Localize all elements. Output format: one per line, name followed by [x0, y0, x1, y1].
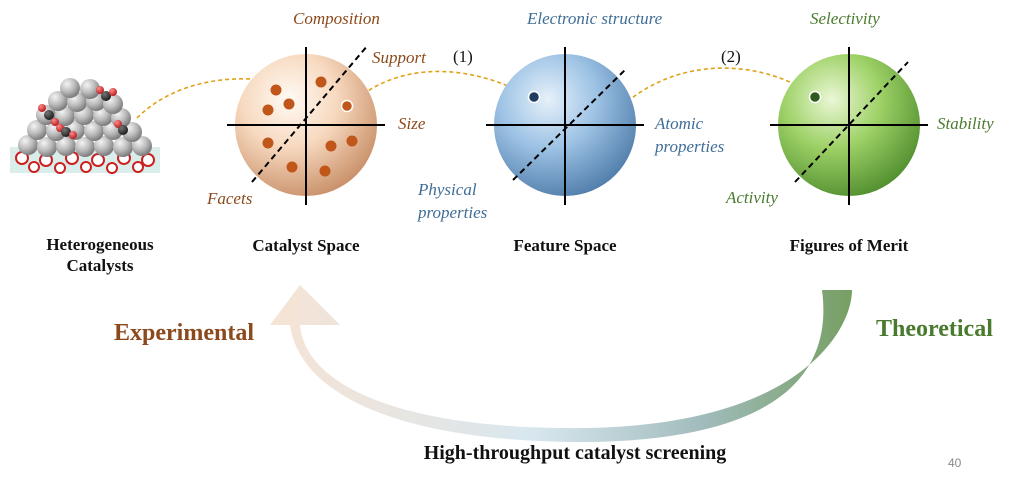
activity-label: Activity [726, 188, 778, 207]
catalyst-space-sphere [227, 44, 385, 205]
feature-space-sphere [486, 47, 644, 205]
stability-label: Stability [937, 114, 994, 133]
electronic-structure-label: Electronic structure [527, 9, 663, 28]
physical-properties-line2: properties [418, 203, 488, 222]
slide-number: 40 [948, 456, 962, 470]
arrow-cluster-to-catalyst [136, 73, 268, 119]
atomic-properties-line1: Atomic [655, 114, 704, 133]
catalyst-cluster-image [10, 78, 160, 174]
atomic-properties-line2: properties [655, 137, 725, 156]
heterogeneous-line1: Heterogeneous [46, 235, 154, 254]
figures-of-merit-title: Figures of Merit [789, 236, 909, 255]
screening-caption: High-throughput catalyst screening [423, 442, 727, 464]
facets-label: Facets [207, 189, 253, 208]
physical-properties-line1: Physical [418, 180, 477, 199]
heterogeneous-line2: Catalysts [66, 256, 134, 275]
arrow-step-2 [621, 67, 814, 107]
size-label: Size [398, 114, 426, 133]
selectivity-label: Selectivity [810, 9, 880, 28]
arrow-step-1 [351, 70, 527, 104]
figures-of-merit-sphere [770, 47, 928, 205]
feature-space-title: Feature Space [513, 236, 617, 255]
screening-loop-arrow [270, 285, 852, 442]
step-1-label: (1) [453, 47, 473, 66]
heterogeneous-catalysts-title: Heterogeneous Catalysts [20, 234, 180, 276]
catalyst-space-title: Catalyst Space [252, 236, 360, 255]
composition-label: Composition [293, 9, 380, 28]
theoretical-label: Theoretical [876, 316, 993, 342]
support-label: Support [372, 48, 426, 67]
experimental-label: Experimental [114, 320, 254, 346]
step-2-label: (2) [721, 47, 741, 66]
